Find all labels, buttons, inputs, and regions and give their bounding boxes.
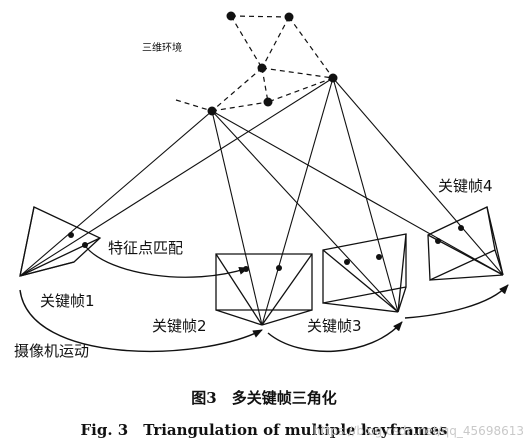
3d-environment-label: 三维环境 [142, 41, 182, 54]
feature-match-label: 特征点匹配 [108, 239, 183, 257]
motion-arrow [404, 284, 509, 319]
keyframe-3-label: 关键帧3 [307, 317, 362, 335]
caption-zh: 图3 多关键帧三角化 [191, 389, 336, 407]
keyframe-1-label: 关键帧1 [40, 292, 95, 310]
keyframe-2-label: 关键帧2 [152, 317, 207, 335]
feature-point [82, 242, 88, 248]
feature-point [458, 225, 464, 231]
projection-rays [19, 77, 504, 326]
feature-point [376, 254, 382, 260]
map-point [284, 12, 294, 22]
map-point [263, 97, 273, 107]
feature-match-arrow [85, 246, 249, 278]
map-point [257, 63, 267, 73]
feature-point [435, 238, 441, 244]
motion-arrow [19, 289, 263, 352]
point-cloud [175, 15, 334, 112]
feature-point [68, 232, 74, 238]
camera-motion-label: 摄像机运动 [14, 342, 89, 360]
feature-point [276, 265, 282, 271]
watermark: https://blog.csdn.net/qq_45698613 [313, 424, 524, 438]
map-point [226, 11, 236, 21]
keyframe-3 [322, 233, 407, 313]
keyframe-4-label: 关键帧4 [438, 177, 493, 195]
motion-arrow [267, 321, 403, 353]
camera-motion-arrows [19, 284, 509, 353]
keyframe-2 [215, 253, 313, 326]
caption-en: Fig. 3 Triangulation of multiple keyfram… [81, 421, 448, 439]
feature-point [344, 259, 350, 265]
